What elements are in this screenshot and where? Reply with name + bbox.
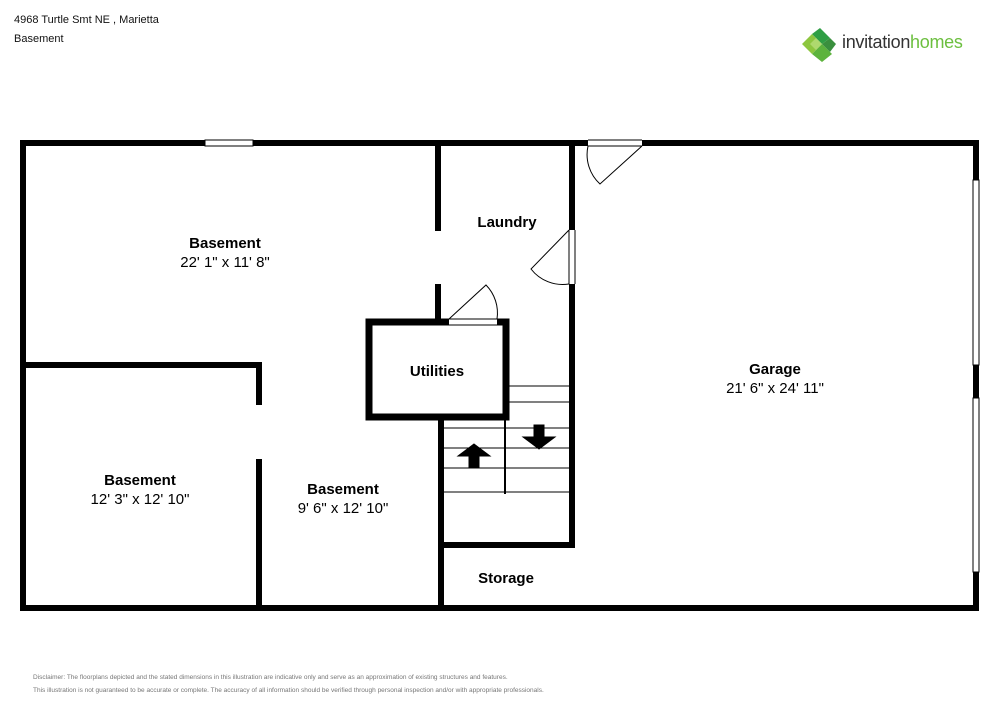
doors bbox=[448, 139, 643, 326]
floor-level-label: Basement bbox=[14, 33, 64, 45]
room-garage-name: Garage bbox=[749, 361, 801, 378]
disclaimer-line-1: Disclaimer: The floorplans depicted and … bbox=[33, 674, 508, 681]
room-storage-name: Storage bbox=[478, 570, 534, 587]
room-utilities-name: Utilities bbox=[410, 363, 464, 380]
room-garage-dims: 21' 6" x 24' 11" bbox=[726, 380, 824, 397]
logo-mark-icon bbox=[802, 28, 836, 62]
stairs bbox=[444, 385, 569, 494]
room-laundry-name: Laundry bbox=[477, 214, 537, 231]
property-address: 4968 Turtle Smt NE , Marietta bbox=[14, 14, 159, 26]
walls bbox=[20, 140, 979, 611]
stair-up-arrow-icon bbox=[456, 443, 492, 469]
room-basement-left-dims: 12' 3" x 12' 10" bbox=[91, 491, 190, 508]
logo-wordmark: invitationhomes bbox=[842, 32, 963, 53]
room-basement-center-name: Basement bbox=[307, 481, 379, 498]
stair-down-arrow-icon bbox=[521, 424, 557, 450]
room-basement-main-dims: 22' 1" x 11' 8" bbox=[180, 254, 270, 271]
logo-word-invitation: invitation bbox=[842, 32, 911, 52]
disclaimer-line-2: This illustration is not guaranteed to b… bbox=[33, 687, 544, 694]
room-labels: Basement 22' 1" x 11' 8" Laundry Utiliti… bbox=[91, 214, 824, 587]
room-basement-main-name: Basement bbox=[189, 235, 261, 252]
logo-word-homes: homes bbox=[910, 32, 963, 52]
room-basement-center-dims: 9' 6" x 12' 10" bbox=[298, 500, 389, 517]
invitation-homes-logo: invitationhomes bbox=[798, 26, 978, 62]
windows bbox=[204, 139, 980, 573]
room-basement-left-name: Basement bbox=[104, 472, 176, 489]
